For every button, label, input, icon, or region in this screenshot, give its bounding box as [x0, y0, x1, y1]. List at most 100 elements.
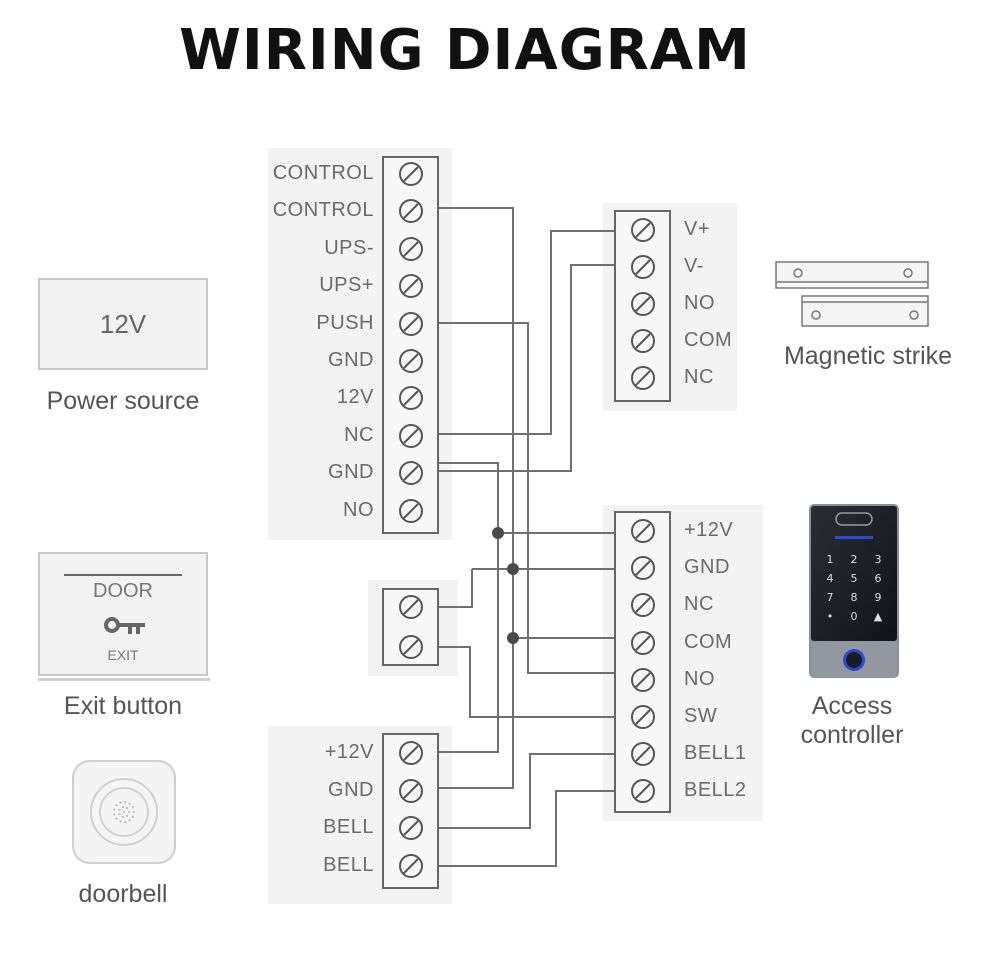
magnetic-strike-terminal-block — [614, 210, 671, 402]
terminal-label: NC — [684, 366, 714, 388]
screw-terminal — [398, 273, 424, 299]
speaker-hole — [132, 810, 136, 814]
terminal-label: 12V — [336, 386, 374, 409]
diagram-title: WIRING DIAGRAM — [179, 18, 751, 83]
terminal-label: GND — [328, 778, 374, 801]
screw-terminal — [630, 365, 656, 391]
access-controller-caption-line1: Access — [811, 692, 893, 720]
terminal-label: BELL2 — [684, 779, 747, 802]
screw-terminal — [398, 740, 424, 766]
keypad-key: 0 — [851, 610, 858, 623]
screw-terminal — [630, 518, 656, 544]
screw-terminal — [630, 778, 656, 804]
terminal-label: NO — [684, 667, 715, 690]
speaker-hole — [113, 808, 116, 811]
speaker-hole — [122, 810, 126, 814]
junction-12v — [492, 527, 504, 539]
terminal-label: +12V — [684, 519, 734, 541]
exit-button-exit-text: EXIT — [107, 647, 139, 663]
screw-terminal — [630, 630, 656, 656]
screw-terminal — [398, 311, 424, 337]
doorbell-device — [72, 760, 176, 864]
speaker-hole — [128, 802, 131, 805]
terminal-label: CONTROL — [272, 199, 374, 222]
screw-terminal — [630, 704, 656, 730]
speaker-hole — [121, 815, 124, 818]
terminal-label: GND — [328, 349, 374, 371]
speaker-hole — [126, 806, 129, 810]
screw-terminal — [630, 254, 656, 280]
terminal-label: CONTROL — [272, 162, 374, 184]
keypad-key: 7 — [827, 591, 834, 604]
key-icon — [104, 617, 145, 634]
screw-terminal — [398, 385, 424, 411]
magnetic-strike-caption: Magnetic strike — [783, 342, 953, 370]
terminal-label: UPS+ — [319, 274, 374, 297]
speaker-hole — [131, 815, 134, 818]
speaker-hole — [124, 800, 127, 804]
keypad-key: 5 — [851, 572, 858, 585]
junction-com — [507, 632, 519, 644]
junction-gnd — [507, 563, 519, 575]
keypad-key: 4 — [827, 572, 834, 585]
speaker-hole — [115, 817, 118, 820]
speaker-hole — [128, 819, 131, 822]
screw-terminal — [630, 555, 656, 581]
terminal-label: COM — [684, 630, 733, 653]
speaker-hole — [126, 814, 129, 818]
screw-terminal — [630, 217, 656, 243]
wire-bell-to-bell2 — [438, 790, 615, 867]
power-source-box: 12V — [38, 278, 208, 370]
keypad-key: 6 — [875, 572, 882, 585]
magnetic-strike-icon — [775, 261, 929, 327]
speaker-hole — [119, 820, 122, 823]
terminal-label: PUSH — [316, 311, 374, 334]
doorbell-caption: doorbell — [78, 880, 168, 908]
exit-button-terminal-block — [382, 588, 439, 666]
screw-terminal — [398, 594, 424, 620]
exit-button-caption: Exit button — [63, 692, 183, 720]
keypad-key: 3 — [875, 553, 882, 566]
speaker-hole — [121, 806, 124, 809]
screw-terminal — [398, 198, 424, 224]
terminal-label: GND — [684, 556, 730, 579]
screw-terminal — [398, 161, 424, 187]
screw-terminal — [398, 348, 424, 374]
terminal-label: BELL1 — [684, 742, 747, 765]
screw-terminal — [398, 778, 424, 804]
exit-button-door-text: DOOR — [93, 580, 153, 602]
speaker-icon — [90, 778, 158, 846]
terminal-label: V- — [684, 255, 704, 277]
wire-control-to-gnd-bus — [438, 207, 514, 789]
terminal-label: BELL — [323, 816, 374, 838]
terminal-label: BELL — [323, 853, 374, 876]
speaker-hole — [124, 820, 127, 824]
wire-gnd-to-12v-bus — [438, 462, 499, 753]
screw-terminal — [398, 634, 424, 660]
wire-gnd-to-vminus — [438, 264, 615, 472]
speaker-hole — [118, 813, 121, 816]
speaker-hole — [118, 808, 121, 811]
power-source-value: 12V — [99, 308, 147, 339]
doorbell-terminal-block — [382, 733, 439, 889]
wire-bell-to-bell1 — [438, 753, 615, 829]
screw-terminal — [630, 291, 656, 317]
terminal-label: NC — [344, 423, 374, 446]
wire-nc-to-vplus — [438, 230, 615, 435]
access-controller-caption: Access controller — [772, 692, 932, 750]
screw-terminal — [398, 236, 424, 262]
exit-button-device: DOOR EXIT — [38, 552, 208, 676]
screw-terminal — [398, 815, 424, 841]
terminal-label: +12V — [324, 741, 374, 763]
screw-terminal — [398, 853, 424, 879]
keypad-key: 8 — [851, 591, 858, 604]
wire-exit-to-sw — [438, 646, 615, 718]
keypad-key: ▲ — [874, 610, 883, 623]
terminal-label: GND — [328, 461, 374, 484]
main-controller-terminal-block — [382, 156, 439, 534]
terminal-label: NO — [684, 292, 715, 314]
terminal-label: V+ — [684, 218, 711, 240]
terminal-label: NC — [684, 593, 714, 616]
